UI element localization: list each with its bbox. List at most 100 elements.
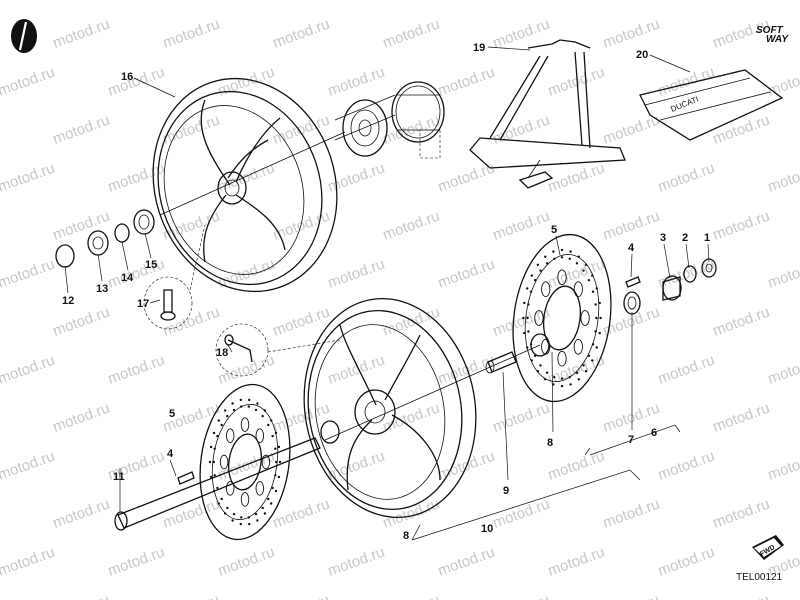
watermark-text: motod.ru bbox=[0, 496, 2, 532]
disc-hole bbox=[256, 519, 259, 522]
disc-cutout bbox=[557, 269, 567, 286]
watermark-text: motod.ru bbox=[436, 64, 497, 100]
disc-cutout bbox=[573, 338, 583, 355]
callout-18: 18 bbox=[216, 347, 228, 359]
watermark-text: motod.ru bbox=[0, 64, 57, 100]
disc-hole bbox=[522, 316, 525, 320]
disc-hole bbox=[248, 522, 251, 526]
watermark-text: motod.ru bbox=[326, 64, 387, 100]
washer-14 bbox=[114, 223, 130, 243]
disc-hole bbox=[582, 364, 585, 367]
disc-hole bbox=[240, 516, 243, 519]
paddock-stand bbox=[469, 39, 626, 189]
disc-hole bbox=[209, 475, 213, 479]
watermark-text: motod.ru bbox=[326, 160, 387, 196]
callout-2: 2 bbox=[682, 232, 688, 244]
spacer-15 bbox=[133, 209, 155, 235]
disc-cutout bbox=[541, 338, 551, 355]
watermark-text: motod.ru bbox=[326, 352, 387, 388]
forward-arrow: FWD bbox=[752, 535, 784, 560]
watermark-text: motod.ru bbox=[601, 208, 662, 244]
watermark-text: motod.ru bbox=[656, 160, 717, 196]
callout-12: 12 bbox=[62, 295, 74, 307]
valve-17-detail bbox=[143, 224, 206, 330]
disc-hole bbox=[582, 269, 585, 272]
watermark-text: motod.ru bbox=[766, 352, 800, 388]
watermark-text: motod.ru bbox=[51, 208, 112, 244]
disc-hole bbox=[536, 263, 540, 266]
disc-hole bbox=[231, 519, 234, 522]
callout-3: 3 bbox=[660, 232, 666, 244]
watermark-text: motod.ru bbox=[601, 496, 662, 532]
callout-13: 13 bbox=[96, 283, 108, 295]
disc-hole bbox=[575, 262, 579, 265]
watermark-text: motod.ru bbox=[51, 304, 112, 340]
leader-lines bbox=[64, 46, 710, 512]
watermark-text: motod.ru bbox=[601, 592, 662, 600]
watermark-text: motod.ru bbox=[326, 0, 387, 4]
watermark-text: motod.ru bbox=[381, 304, 442, 340]
disc-hole bbox=[598, 301, 601, 305]
disc-cutout bbox=[261, 454, 271, 470]
watermark-text: motod.ru bbox=[0, 208, 2, 244]
watermark-text: motod.ru bbox=[326, 256, 387, 292]
watermark-text: motod.ru bbox=[381, 592, 442, 600]
watermark-text: motod.ru bbox=[0, 160, 57, 196]
watermark-text: motod.ru bbox=[766, 256, 800, 292]
disc-hole bbox=[526, 287, 529, 290]
watermark-text: motod.ru bbox=[546, 256, 607, 292]
brake-disc-right bbox=[512, 233, 612, 403]
brake-disc-left bbox=[199, 383, 291, 541]
seal-2 bbox=[683, 265, 697, 283]
watermark-text: motod.ru bbox=[491, 208, 552, 244]
rear-wheel bbox=[152, 77, 346, 293]
disc-hole bbox=[530, 274, 533, 277]
watermark-text: motod.ru bbox=[491, 592, 552, 600]
disc-hole bbox=[560, 377, 564, 380]
disc-hole bbox=[274, 447, 277, 450]
watermark-text: motod.ru bbox=[381, 496, 442, 532]
disc-hole bbox=[587, 354, 591, 357]
nut-13 bbox=[87, 230, 109, 256]
watermark-text: motod.ru bbox=[0, 352, 57, 388]
disc-hole bbox=[254, 512, 258, 516]
watermark-text: motod.ru bbox=[51, 496, 112, 532]
disc-hole bbox=[232, 512, 236, 516]
disc-hole bbox=[527, 330, 530, 333]
watermark-text: motod.ru bbox=[0, 304, 2, 340]
brand-line1: SOFT bbox=[756, 25, 784, 36]
disc-hole bbox=[569, 383, 572, 386]
watermark-text: motod.ru bbox=[711, 208, 772, 244]
watermark-text: motod.ru bbox=[601, 16, 662, 52]
watermark-text: motod.ru bbox=[0, 400, 2, 436]
watermark-text: motod.ru bbox=[656, 352, 717, 388]
disc-hole bbox=[220, 423, 223, 427]
watermark-text: motod.ru bbox=[216, 64, 277, 100]
callout-1: 1 bbox=[704, 232, 710, 244]
disc-hole bbox=[247, 405, 250, 408]
disc-hole bbox=[545, 371, 549, 374]
watermark-text: motod.ru bbox=[51, 112, 112, 148]
disc-hole bbox=[240, 405, 243, 408]
brand-line2: WAY bbox=[766, 34, 789, 45]
watermark-text: motod.ru bbox=[436, 352, 497, 388]
screw-4-left bbox=[177, 471, 195, 485]
disc-hole bbox=[263, 512, 267, 515]
disc-hole bbox=[254, 408, 258, 412]
disc-hole bbox=[560, 384, 564, 388]
disc-hole bbox=[271, 486, 274, 490]
disc-hole bbox=[270, 419, 273, 422]
watermark-text: motod.ru bbox=[0, 112, 2, 148]
disc-hole bbox=[277, 445, 281, 449]
screw-4-right bbox=[625, 276, 641, 288]
watermark-text: motod.ru bbox=[216, 544, 277, 580]
disc-hole bbox=[545, 262, 549, 265]
watermark-text: motod.ru bbox=[656, 0, 717, 4]
disc-hole bbox=[523, 301, 526, 305]
callout-6: 6 bbox=[651, 427, 657, 439]
front-axle-11 bbox=[114, 437, 321, 531]
disc-cutout bbox=[240, 492, 250, 507]
watermark-text: motod.ru bbox=[546, 352, 607, 388]
disc-cutout bbox=[573, 281, 583, 298]
watermark-text: motod.ru bbox=[491, 16, 552, 52]
